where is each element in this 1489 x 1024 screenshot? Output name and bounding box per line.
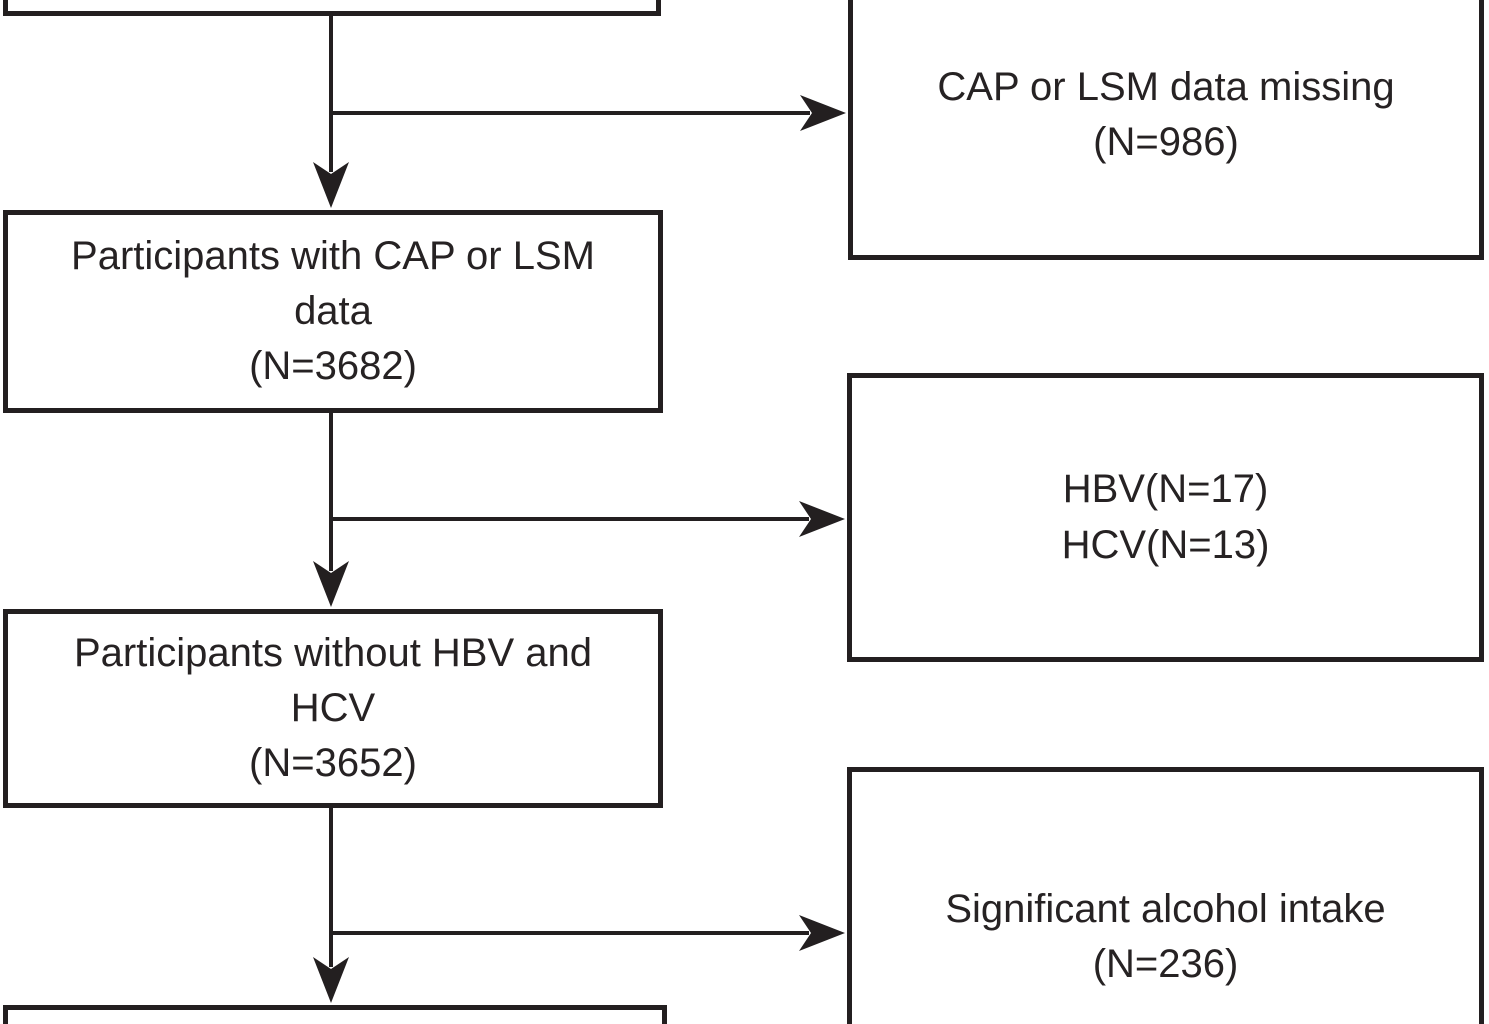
arrowhead-right-hbv-hcv	[799, 501, 845, 537]
node-top-partial	[3, 0, 661, 16]
node-count: (N=3682)	[249, 344, 417, 389]
node-label: CAP or LSM data missing (N=986)	[937, 60, 1394, 170]
node-excluded-hbv-hcv: HBV(N=17) HCV(N=13)	[847, 373, 1484, 662]
node-label-line: HCV	[290, 685, 376, 730]
node-label-line: HBV(N=17)	[1062, 467, 1269, 512]
node-label-line: Participants with CAP or LSM	[71, 233, 595, 278]
node-excluded-cap-lsm-missing: CAP or LSM data missing (N=986)	[848, 0, 1484, 260]
node-label-line: CAP or LSM data missing	[937, 64, 1395, 109]
arrowhead-right-alcohol	[799, 915, 845, 951]
node-label: Significant alcohol intake (N=236)	[945, 882, 1385, 992]
node-count: (N=986)	[1093, 120, 1239, 164]
node-label: Participants with CAP or LSM data (N=368…	[71, 229, 595, 395]
node-participants-without-hbv-hcv: Participants without HBV and HCV (N=3652…	[3, 609, 663, 808]
arrowhead-down-final	[313, 957, 349, 1003]
node-label-line: Significant alcohol intake	[945, 886, 1386, 931]
node-label: HBV(N=17) HCV(N=13)	[1062, 462, 1270, 572]
node-label-line: Participants without HBV and	[73, 630, 593, 675]
node-final-partial	[3, 1005, 667, 1024]
node-count: (N=236)	[1092, 942, 1239, 986]
node-count: (N=3652)	[249, 741, 417, 786]
node-excluded-significant-alcohol: Significant alcohol intake (N=236)	[847, 767, 1484, 1024]
node-label-line: HCV(N=13)	[1061, 522, 1270, 567]
node-label-line: data	[294, 288, 372, 333]
arrowhead-down-no-hbv	[313, 561, 349, 607]
node-label: Participants without HBV and HCV (N=3652…	[74, 626, 592, 792]
node-participants-with-cap-lsm: Participants with CAP or LSM data (N=368…	[3, 210, 663, 413]
arrowhead-down-cap-lsm	[313, 162, 349, 208]
arrowhead-right-cap-lsm-missing	[800, 95, 846, 131]
